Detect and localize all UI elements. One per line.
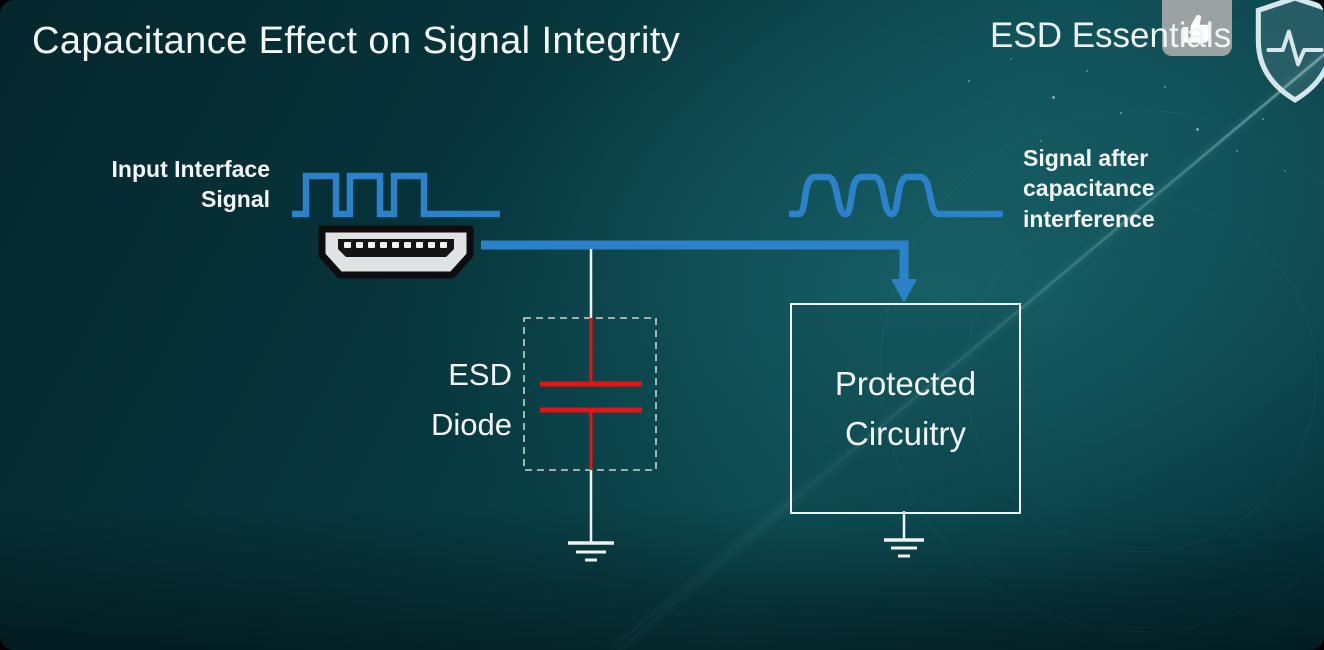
slide-title: Capacitance Effect on Signal Integrity (32, 20, 681, 62)
ground-symbol-right (884, 538, 924, 558)
clean-wave-path (292, 172, 500, 218)
protected-circuitry-box: Protected Circuitry (790, 303, 1021, 514)
particle-dot (1052, 96, 1055, 99)
particle-dot (1086, 70, 1088, 72)
protected-circuitry-label: Protected Circuitry (834, 365, 977, 452)
esd-diode-capacitor (540, 318, 642, 470)
output-signal-label: Signal after capacitance interference (1023, 145, 1155, 232)
background-ring (965, 200, 1317, 552)
esd-diode-label: ESD Diode (431, 357, 512, 443)
particle-dot (1040, 140, 1042, 142)
brand-text: ESD Essentials (990, 16, 1232, 55)
ground-symbol-left (568, 541, 614, 562)
particle-dot (1262, 118, 1264, 120)
esd-diode-dashed-boundary (523, 317, 657, 471)
particle-dot (1120, 112, 1122, 114)
particle-dot (1236, 150, 1238, 152)
distorted-wave-path (789, 173, 1003, 218)
particle-dot (1284, 170, 1286, 172)
signal-trunk-line (481, 240, 909, 281)
thumbs-up-icon (1182, 14, 1212, 43)
shield-pulse-icon (1255, 0, 1324, 103)
thumbs-up-tile (1162, 0, 1232, 56)
distorted-signal-wave (789, 173, 1003, 218)
particle-dot (1100, 160, 1102, 162)
particle-dot (1010, 58, 1012, 60)
clean-signal-wave (292, 172, 500, 218)
input-signal-label: Input Interface Signal (111, 156, 270, 213)
particle-dot (1196, 128, 1199, 131)
particle-dot (1164, 86, 1166, 88)
hdmi-connector-icon (318, 225, 474, 279)
particle-dot (968, 80, 970, 82)
